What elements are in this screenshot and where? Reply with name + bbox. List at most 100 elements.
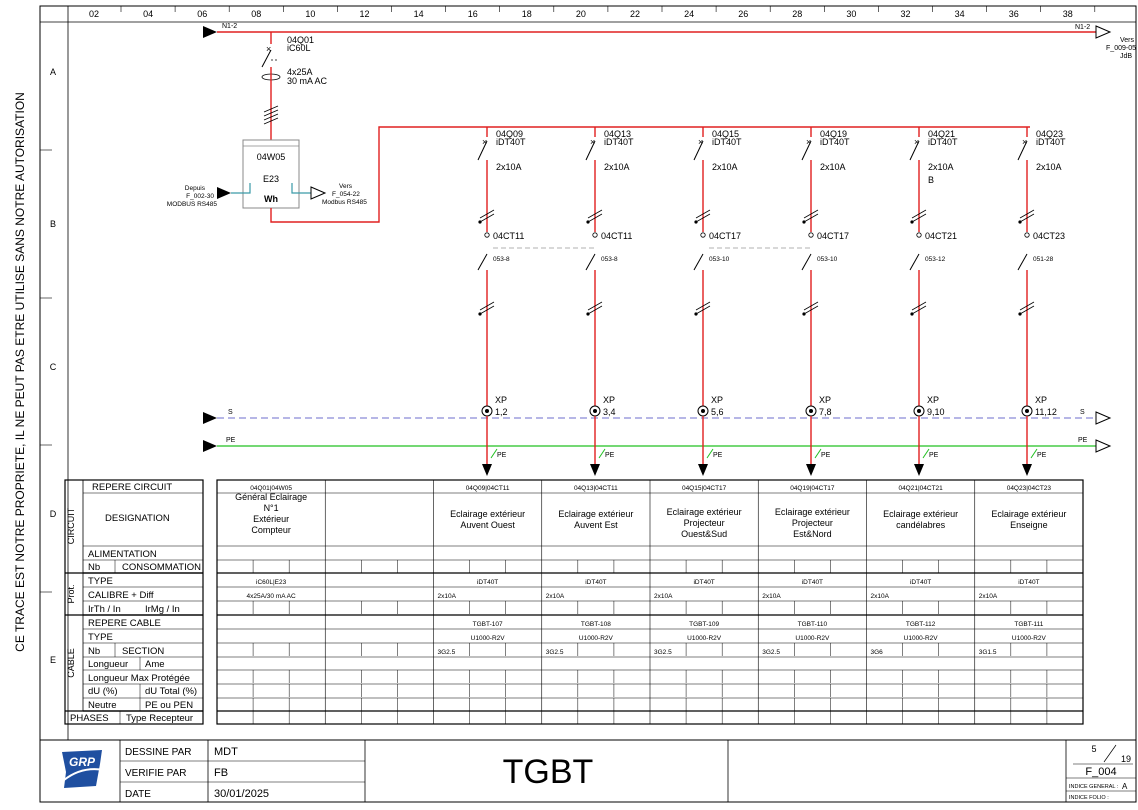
cell-section: 3G2.5 [762,649,780,656]
cell-cable-ref: TGBT-110 [798,621,828,628]
meter-unit: Wh [264,194,278,204]
pe-in-arrow [203,440,217,452]
table-label-frame [64,479,204,725]
drawing-title: TGBT [503,753,594,791]
dessine-label: DESSINE PAR [125,747,192,758]
contactor-ref: 04CT11 [493,231,524,241]
terminal-label: XP [711,395,723,405]
cell-cable-ref: TGBT-111 [1014,621,1043,628]
date-label: DATE [125,789,151,800]
cell-designation: Auvent Est [574,520,618,530]
cell-cable-ref: TGBT-112 [906,621,936,628]
pe-tap-label: PE [929,452,939,459]
label-phases: PHASES [70,713,109,724]
cable-tick [695,305,711,315]
cable-tick [587,213,603,223]
cable-tick-2 [263,109,279,117]
bus-dest-3: JdB [1120,53,1132,60]
load-arrow [1022,464,1032,476]
column-label: 06 [197,9,207,19]
contactor-terminal [700,232,706,238]
contactor-contact [585,253,596,271]
cable-tick [587,209,603,219]
pe-label: PE [226,437,236,444]
contactor-contact [693,253,704,271]
cable-tick [1019,305,1035,315]
breaker-rating: 2x10A [820,162,846,172]
breaker-contact [477,140,488,161]
cable-tick [695,301,711,311]
column-label: 10 [305,9,315,19]
terminal-label: XP [495,395,507,405]
label-calibre: CALIBRE + Diff [88,590,154,601]
cell-designation: Eclairage extérieur [558,509,633,519]
contactor-folio: 051-28 [1033,256,1054,263]
column-label: 08 [251,9,261,19]
cable-dot [478,220,482,224]
meter-in-link [231,183,251,194]
bus-label-right: N1-2 [1075,24,1090,31]
label-irmg: IrMg / In [145,604,180,615]
label-irth: IrTh / In [88,604,121,615]
label-designation: DESIGNATION [105,513,170,524]
row-label: B [50,219,56,229]
meter-in-arrow [217,187,231,199]
breaker-ref: 04Q13 [604,129,631,139]
cell-designation: Est&Nord [793,529,832,539]
main-breaker-ref: 04Q01 [287,35,314,45]
cell-designation: Enseigne [1010,520,1048,530]
energy-meter: 04W05 E23 Wh Depuis F_002-30 MODBUS RS48… [167,126,1030,223]
cell-designation: Général Eclairage [235,492,307,502]
terminal-xp-dot [485,409,489,413]
cable-dot [910,312,914,316]
column-label: 12 [359,9,369,19]
cell-repere: 04Q13|04CT11 [574,485,618,492]
contactor-ref: 04CT17 [817,231,849,241]
breaker-contact [801,140,812,161]
contactor-folio: 053-10 [817,256,838,263]
label-repere-circuit: REPERE CIRCUIT [92,482,172,493]
cell-designation: Ouest&Sud [681,529,727,539]
label-ame: Ame [145,659,165,670]
cable-tick [479,305,495,315]
terminal-label: XP [603,395,615,405]
column-label: 32 [900,9,910,19]
breaker-ref: 04Q09 [496,129,523,139]
outgoing-circuits: ×04Q09iDT40T2x10A04CT11053-8XP1,2PE×04Q1… [477,127,1066,476]
breaker-cross: × [806,137,811,147]
group-label-circuit: CIRCUIT [66,507,76,544]
load-arrow [914,464,924,476]
load-arrow [482,464,492,476]
terminal-number: 7,8 [819,407,832,417]
cell-prot-type: iDT40T [802,579,823,586]
group-label-cable: CABLE [66,648,76,678]
terminal-number: 5,6 [711,407,724,417]
column-label: 30 [846,9,856,19]
label-nb: Nb [88,562,100,573]
cell-designation: Projecteur [684,518,725,528]
company-logo: GRP [62,750,105,788]
pe-out-arrow [1095,439,1112,453]
cell-prot-type: iDT40T [693,579,714,586]
cable-tick [1019,301,1035,311]
breaker-contact [693,140,704,161]
breaker-type: iDT40T [496,137,526,147]
breaker-contact [585,140,596,161]
load-arrow [806,464,816,476]
cell-calibre: 2x10A [546,593,565,600]
cell-designation: Compteur [251,525,291,535]
pe-tap-label: PE [1037,452,1047,459]
folio-slash [1103,744,1117,763]
contactor-ref: 04CT21 [925,231,957,241]
cell-prot-type: iDT40T [910,579,931,586]
pe-tap [1030,448,1038,459]
meter-in-1: Depuis [185,185,206,192]
verifie-label: VERIFIE PAR [125,768,187,779]
terminal-xp-dot [1025,409,1029,413]
cell-cable-ref: TGBT-109 [689,621,719,628]
meter-out-2: F_054-22 [332,191,360,198]
